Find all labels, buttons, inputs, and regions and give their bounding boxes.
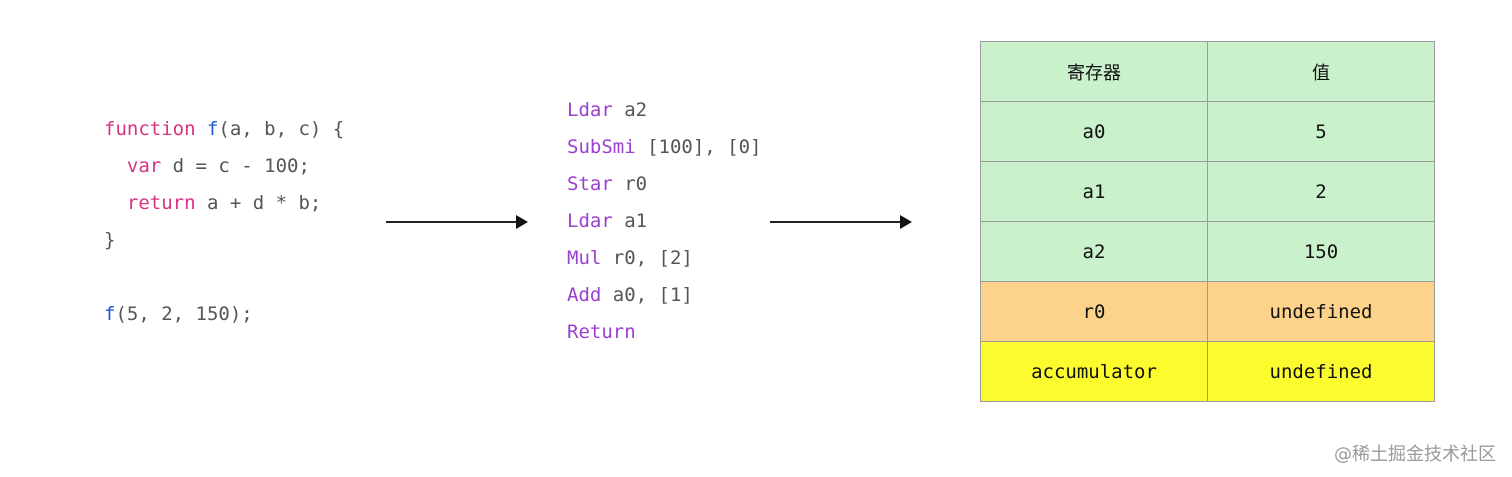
header-value: 值 — [1207, 41, 1435, 102]
code-token-plain: (5, 2, 150); — [115, 303, 253, 325]
code-token-plain — [104, 155, 127, 177]
register-value-cell: 150 — [1207, 221, 1435, 282]
register-name-cell: r0 — [980, 281, 1208, 342]
bytecode-instruction: Mul r0, [2] — [567, 240, 761, 277]
arrow-shaft — [386, 221, 517, 223]
bytecode-instruction: SubSmi [100], [0] — [567, 129, 761, 166]
code-token-plain: a + d * b; — [195, 192, 322, 214]
bytecode-operands: r0 — [612, 173, 648, 195]
source-code-line: var d = c - 100; — [104, 148, 344, 185]
bytecode-opcode: Add — [567, 284, 602, 306]
code-token-plain: d = c - 100; — [161, 155, 310, 177]
arrow-head-icon — [900, 215, 912, 229]
register-name-cell: a2 — [980, 221, 1208, 282]
code-token-fn: f — [104, 303, 116, 325]
code-token-kw: function — [104, 118, 196, 140]
bytecode-operands: a0, [1] — [601, 284, 693, 306]
bytecode-opcode: Ldar — [567, 99, 613, 121]
register-name-cell: a1 — [980, 161, 1208, 222]
source-code-line: } — [104, 222, 344, 259]
bytecode-opcode: SubSmi — [567, 136, 636, 158]
bytecode-opcode: Mul — [567, 247, 602, 269]
bytecode-instruction: Star r0 — [567, 166, 761, 203]
source-code-line: return a + d * b; — [104, 185, 344, 222]
code-token-plain — [196, 118, 207, 140]
bytecode-opcode: Star — [567, 173, 613, 195]
arrow-shaft — [770, 221, 901, 223]
header-register: 寄存器 — [980, 41, 1208, 102]
bytecode-operands: a1 — [612, 210, 648, 232]
bytecode-opcode: Return — [567, 321, 636, 343]
bytecode-operands: a2 — [612, 99, 648, 121]
register-value-cell: 2 — [1207, 161, 1435, 222]
code-token-plain — [104, 192, 127, 214]
code-token-fn: f — [206, 118, 219, 140]
arrow-bytecode-to-registers — [770, 215, 912, 229]
code-token-plain: (a, b, c) { — [218, 118, 345, 140]
bytecode-instruction: Return — [567, 314, 761, 351]
source-code-block: function f(a, b, c) { var d = c - 100; r… — [104, 111, 344, 333]
bytecode-opcode: Ldar — [567, 210, 613, 232]
register-value-cell: 5 — [1207, 101, 1435, 162]
arrow-source-to-bytecode — [386, 215, 528, 229]
register-value-cell: undefined — [1207, 281, 1435, 342]
source-code-line — [104, 259, 344, 296]
arrow-head-icon — [516, 215, 528, 229]
bytecode-instruction: Add a0, [1] — [567, 277, 761, 314]
bytecode-instruction: Ldar a1 — [567, 203, 761, 240]
register-table-header-row: 寄存器 值 — [980, 41, 1435, 102]
source-code-line: f(5, 2, 150); — [104, 296, 344, 333]
code-token-plain: } — [104, 229, 116, 251]
register-name-cell: accumulator — [980, 341, 1208, 402]
bytecode-operands: r0, [2] — [601, 247, 693, 269]
register-value-cell: undefined — [1207, 341, 1435, 402]
code-token-kw: return — [126, 192, 196, 214]
bytecode-operands: [100], [0] — [635, 136, 762, 158]
watermark: @稀土掘金技术社区 — [1334, 444, 1496, 465]
register-name-cell: a0 — [980, 101, 1208, 162]
bytecode-instruction: Ldar a2 — [567, 92, 761, 129]
source-code-line: function f(a, b, c) { — [104, 111, 344, 148]
code-token-kw: var — [126, 155, 162, 177]
